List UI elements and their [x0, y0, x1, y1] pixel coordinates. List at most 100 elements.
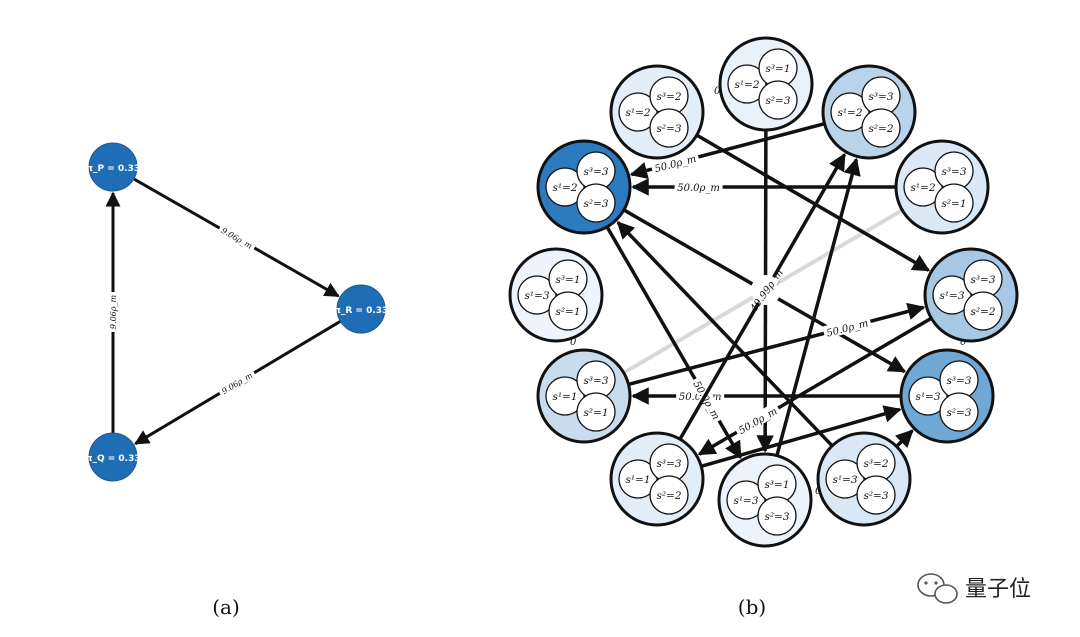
agent-state-s1: s¹=3 [726, 480, 766, 520]
state-node-n5: s¹=3 s³=2 s²=3 [816, 431, 912, 527]
edge-b-n11-n3 [695, 133, 931, 272]
edge-b-n6-n1 [775, 157, 861, 457]
agent-state-label: s³=1 [764, 479, 789, 491]
agent-state-label: s²=3 [583, 198, 608, 210]
edge-b-n5-n4 [895, 429, 914, 448]
panel-b: 50.0ρ_m50.0ρ_m50.0ρ_m50.0ρ_m50.0ρ_m50.0ρ… [508, 36, 1019, 548]
agent-state-label: s²=1 [555, 306, 580, 318]
state-node-n6: s¹=3 s³=1 s²=3 [717, 452, 813, 548]
agent-state-label: s²=3 [863, 490, 888, 502]
agent-state-s1: s¹=3 [932, 275, 972, 315]
agent-state-s3: s³=3 [934, 151, 974, 191]
agent-state-label: s¹=1 [552, 391, 577, 403]
node-R: π_R = 0.33 [334, 284, 389, 334]
state-node-n1: s¹=2 s³=3 s²=2 [821, 64, 917, 160]
agent-state-label: s²=3 [765, 95, 790, 107]
state-node-n7: s¹=1 s³=3 s²=2 [609, 431, 705, 527]
state-node-n9: s¹=3s³=1 s²=1 [508, 247, 604, 343]
edge-b-n10-n6 [605, 225, 742, 460]
caption-b: (b) [738, 595, 766, 619]
edge-label-a: 9.06ρ_m [220, 226, 254, 251]
edge-b-n7-n4 [700, 405, 902, 469]
edge-label-a: 9.06ρ_m [220, 371, 254, 396]
agent-state-s2: s²=3 [757, 496, 797, 536]
edge-label-a: 9.06ρ_m [109, 295, 118, 330]
agent-state-s3: s³=3 [649, 443, 689, 483]
agent-state-s3: s³=3 [861, 76, 901, 116]
agent-state-s2: s²=2 [649, 475, 689, 515]
agent-state-label: s¹=3 [733, 495, 758, 507]
agent-state-label: s²=1 [941, 198, 966, 210]
watermark-text: 量子位 [965, 577, 1031, 602]
agent-state-label: s³=3 [946, 375, 971, 387]
agent-state-label: s²=1 [583, 407, 608, 419]
agent-state-s1: s¹=3 [517, 275, 557, 315]
agent-state-label: s¹=2 [910, 182, 935, 194]
agent-state-s3: s³=1 [757, 464, 797, 504]
edge-zero-label: 0 [714, 86, 721, 97]
agent-state-s2: s²=1 [576, 392, 616, 432]
agent-state-label: s³=3 [656, 458, 681, 470]
agent-state-label: s¹=3 [524, 290, 549, 302]
state-node-n3: s¹=3s³=3s²=2 [923, 247, 1019, 343]
agent-state-label: s¹=3 [915, 391, 940, 403]
agent-state-s2: s²=2 [963, 291, 1003, 331]
edge-b-n5-n10 [616, 221, 834, 448]
agent-state-label: s³=2 [863, 458, 888, 470]
edge-b-n8-n3 [628, 302, 926, 387]
agent-state-label: s³=3 [583, 375, 608, 387]
agent-state-label: s¹=2 [837, 107, 862, 119]
agent-state-s1: s¹=1 [618, 459, 658, 499]
node-Q: π_Q = 0.33 [85, 432, 141, 482]
agent-state-label: s²=3 [656, 123, 681, 135]
agent-state-label: s²=2 [868, 123, 893, 135]
node-label: π_R = 0.33 [334, 306, 389, 316]
agent-state-label: s³=3 [583, 166, 608, 178]
agent-state-s1: s¹=1 [545, 376, 585, 416]
state-node-n11: s¹=2s³=2 s²=3 [609, 64, 705, 160]
agent-state-label: s³=3 [868, 91, 893, 103]
agent-state-s2: s²=3 [939, 392, 979, 432]
agent-state-s2: s²=3 [576, 183, 616, 223]
agent-state-label: s¹=2 [734, 79, 759, 91]
state-node-n4: s¹=3 s³=3 s²=3 [899, 348, 995, 444]
agent-state-label: s²=3 [946, 407, 971, 419]
edge-zero-label: 0 [960, 337, 967, 348]
agent-state-s2: s²=3 [856, 475, 896, 515]
agent-state-s1: s¹=3 [825, 459, 865, 499]
state-node-n10: s¹=2 s³=3 s²=3 [536, 139, 632, 235]
agent-state-s1: s¹=2 [903, 167, 943, 207]
agent-state-s3: s³=3 [939, 360, 979, 400]
node-label: π_Q = 0.33 [85, 454, 140, 464]
state-node-n2: s¹=2 s³=3 s²=1 [894, 139, 990, 235]
node-P: π_P = 0.33 [86, 142, 140, 192]
agent-state-s1: s¹=2 [545, 167, 585, 207]
agent-state-label: s²=3 [764, 511, 789, 523]
agent-state-label: s³=1 [765, 63, 790, 75]
caption-a: (a) [212, 595, 240, 619]
state-node-n8: s¹=1 s³=3 s²=1 [536, 348, 632, 444]
agent-state-s3: s³=1 [548, 259, 588, 299]
agent-state-label: s³=3 [941, 166, 966, 178]
agent-state-label: s²=2 [656, 490, 681, 502]
agent-state-s2: s²=2 [861, 108, 901, 148]
agent-state-s1: s¹=2 [618, 92, 658, 132]
agent-state-s1: s¹=2 [727, 64, 767, 104]
agent-state-label: s²=2 [970, 306, 995, 318]
edge-zero-label: 0 [570, 337, 577, 348]
agent-state-s1: s¹=3 [908, 376, 948, 416]
agent-state-label: s¹=2 [552, 182, 577, 194]
agent-state-s2: s²=1 [548, 291, 588, 331]
agent-state-label: s¹=3 [832, 474, 857, 486]
agent-state-label: s³=2 [656, 91, 681, 103]
panel-a: 9.06ρ_m 9.06ρ_m 9.06ρ_m π_P = 0.33 π_Q = 0.… [85, 142, 389, 482]
agent-state-s3: s³=2 [856, 443, 896, 483]
agent-state-s3: s³=3 [576, 360, 616, 400]
agent-state-s2: s²=3 [649, 108, 689, 148]
agent-state-s2: s²=3 [758, 80, 798, 120]
agent-state-label: s¹=3 [939, 290, 964, 302]
agent-state-s2: s²=1 [934, 183, 974, 223]
agent-state-label: s¹=1 [625, 474, 650, 486]
agent-state-s1: s¹=2 [830, 92, 870, 132]
agent-state-s3: s³=2 [649, 76, 689, 116]
